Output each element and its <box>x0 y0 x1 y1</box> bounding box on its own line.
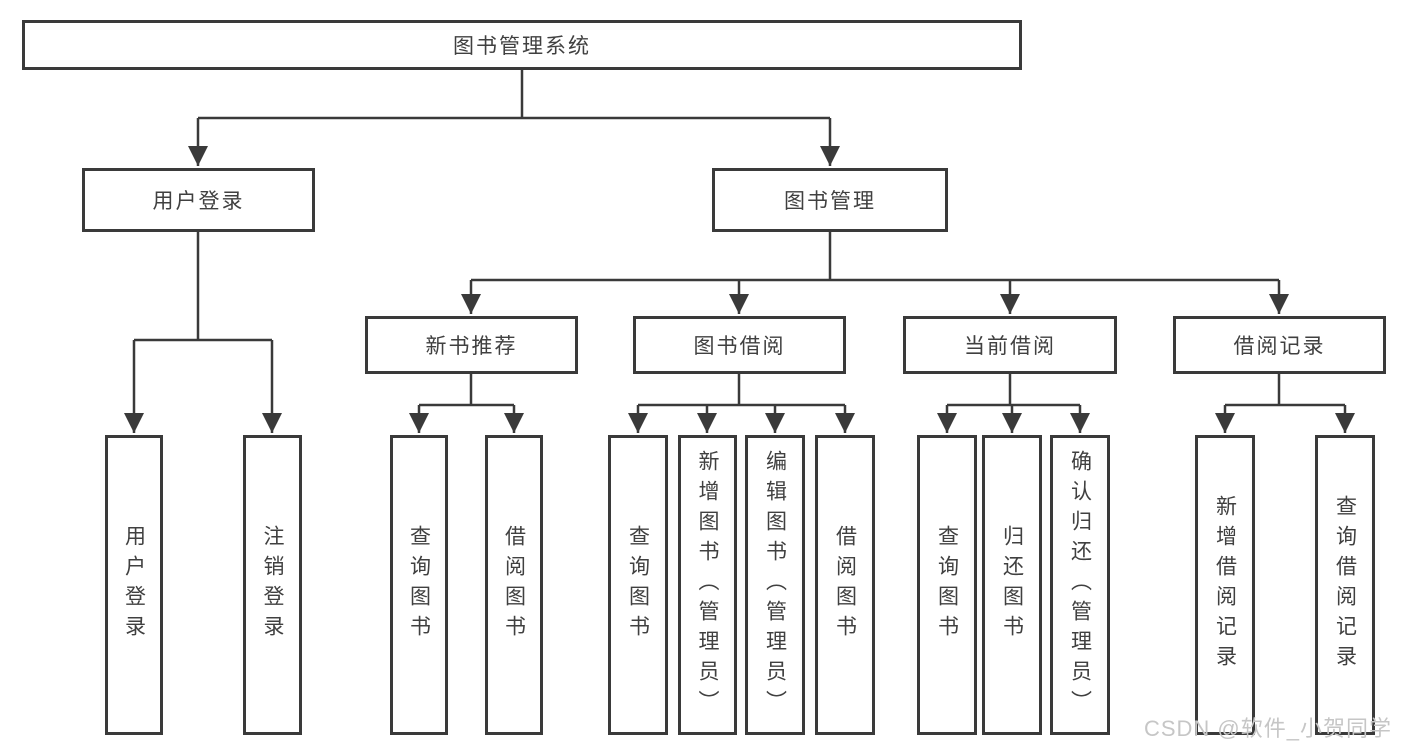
leaf-add-books-admin: 新增图书（管理员） <box>678 435 737 735</box>
node-library-system: 图书管理系统 <box>22 20 1022 70</box>
leaf-borrow-books-2: 借阅图书 <box>815 435 875 735</box>
connector-book-management <box>461 232 1289 314</box>
leaf-user-login: 用户登录 <box>105 435 163 735</box>
leaf-edit-books-admin: 编辑图书（管理员） <box>745 435 805 735</box>
node-borrow-records: 借阅记录 <box>1173 316 1386 374</box>
leaf-return-books: 归还图书 <box>982 435 1042 735</box>
connector-root <box>188 70 840 166</box>
leaf-query-borrow-record: 查询借阅记录 <box>1315 435 1375 735</box>
leaf-borrow-books-1: 借阅图书 <box>485 435 543 735</box>
leaf-confirm-return-admin: 确认归还（管理员） <box>1050 435 1110 735</box>
connector-borrow-records <box>1215 374 1355 433</box>
node-current-borrow: 当前借阅 <box>903 316 1117 374</box>
leaf-query-books-2: 查询图书 <box>608 435 668 735</box>
node-book-management: 图书管理 <box>712 168 948 232</box>
leaf-query-books-3: 查询图书 <box>917 435 977 735</box>
leaf-query-books-1: 查询图书 <box>390 435 448 735</box>
node-user-login: 用户登录 <box>82 168 315 232</box>
connector-current-borrow <box>937 374 1090 433</box>
connector-book-borrow <box>628 374 855 433</box>
node-book-borrow: 图书借阅 <box>633 316 846 374</box>
node-new-books: 新书推荐 <box>365 316 578 374</box>
connector-user-login <box>124 232 282 433</box>
leaf-logout: 注销登录 <box>243 435 302 735</box>
csdn-watermark: CSDN @软件_小贺同学 <box>1143 716 1392 741</box>
connector-new-books <box>409 374 524 433</box>
leaf-add-borrow-record: 新增借阅记录 <box>1195 435 1255 735</box>
